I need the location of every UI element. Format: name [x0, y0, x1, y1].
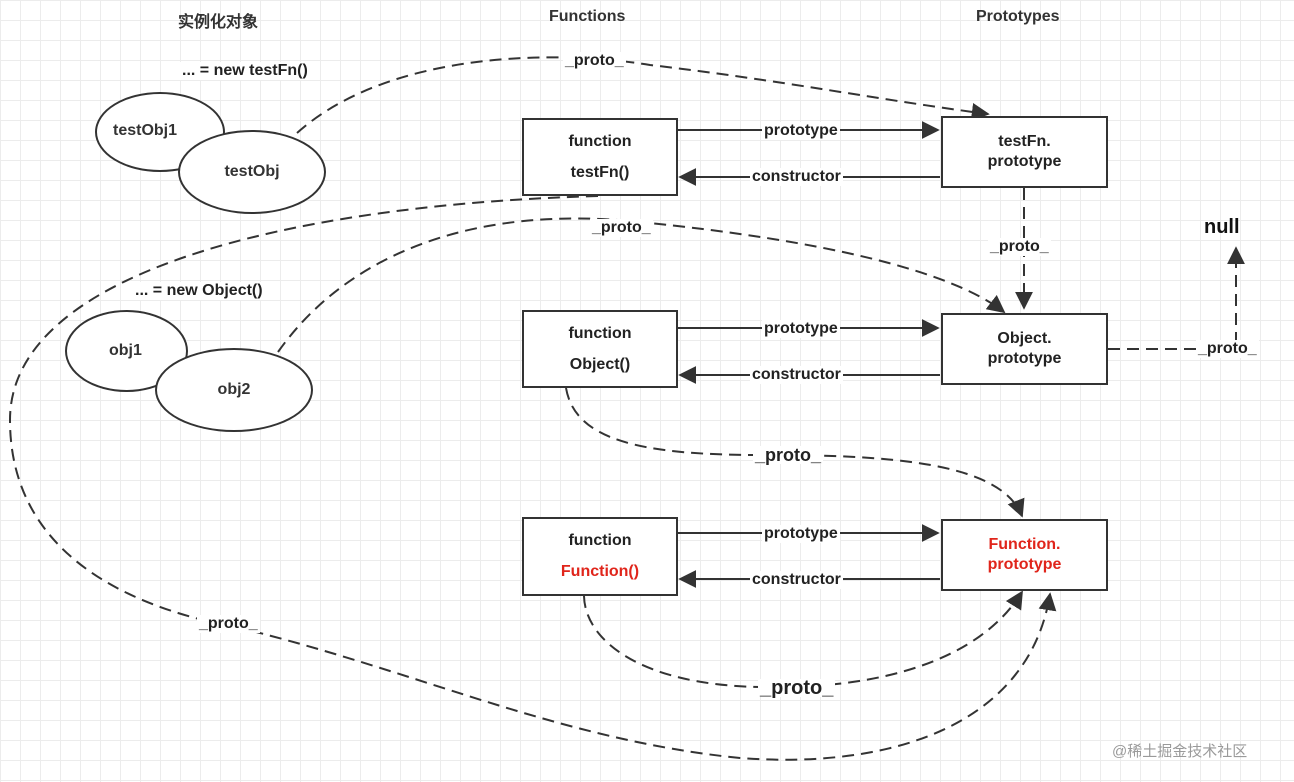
proto-link-function-to-function-prototype — [583, 590, 1023, 689]
testfn-prototype-line2: prototype — [987, 153, 1062, 170]
obj2-label: obj2 — [217, 381, 251, 398]
proto-link-testobj-to-testfn-prototype — [296, 56, 990, 134]
header-functions: Functions — [549, 8, 626, 25]
proto-label-mid: _proto_ — [590, 219, 653, 237]
function-prototype-line1: Function. — [988, 536, 1061, 553]
object-prototype-line1: Object. — [997, 330, 1052, 347]
function-prototype-box: Function. prototype — [941, 519, 1108, 591]
testfn-prototype-box: testFn. prototype — [941, 116, 1108, 188]
testfn-prototype-line1: testFn. — [998, 133, 1051, 150]
function-function-box: function Function() — [522, 517, 678, 596]
object-prototype-line2: prototype — [987, 350, 1062, 367]
new-object-label: ... = new Object() — [133, 282, 265, 300]
function-prototype-line2: prototype — [987, 556, 1062, 573]
function-testfn-line2: testFn() — [570, 163, 630, 181]
prototype-label-function: prototype — [762, 525, 840, 543]
function-testfn-line1: function — [568, 132, 632, 150]
proto-link-object-prototype-to-null — [1108, 246, 1245, 350]
header-instances: 实例化对象 — [178, 14, 259, 31]
proto-label-object-function: _proto_ — [753, 445, 824, 465]
function-function-line1: function — [568, 531, 632, 549]
proto-label-testfn-object: _proto_ — [988, 238, 1051, 256]
constructor-label-function: constructor — [750, 571, 843, 589]
function-object-line2: Object() — [569, 355, 631, 373]
proto-label-left: _proto_ — [197, 615, 260, 633]
function-object-box: function Object() — [522, 310, 678, 388]
prototype-label-object: prototype — [762, 320, 840, 338]
new-testfn-label: ... = new testFn() — [180, 62, 310, 80]
constructor-label-object: constructor — [750, 366, 843, 384]
object-prototype-box: Object. prototype — [941, 313, 1108, 385]
obj1-label: obj1 — [109, 342, 142, 359]
function-testfn-box: function testFn() — [522, 118, 678, 196]
function-object-line1: function — [568, 324, 632, 342]
prototype-label-testfn: prototype — [762, 122, 840, 140]
function-function-line2: Function() — [560, 563, 640, 581]
testobj-label: testObj — [224, 163, 280, 180]
null-label: null — [1204, 216, 1240, 238]
proto-link-object-to-function-prototype — [565, 387, 1025, 518]
watermark: @稀土掘金技术社区 — [1112, 743, 1248, 760]
proto-link-testfn-to-function-prototype — [8, 195, 1057, 761]
testobj-node: testObj — [178, 130, 326, 214]
obj2-node: obj2 — [155, 348, 313, 432]
proto-label-top: _proto_ — [563, 52, 626, 70]
testobj1-label: testObj1 — [113, 122, 178, 139]
proto-label-null: _proto_ — [1196, 340, 1259, 358]
proto-label-bottom: _proto_ — [758, 677, 836, 699]
constructor-label-testfn: constructor — [750, 168, 843, 186]
header-prototypes: Prototypes — [976, 8, 1060, 25]
